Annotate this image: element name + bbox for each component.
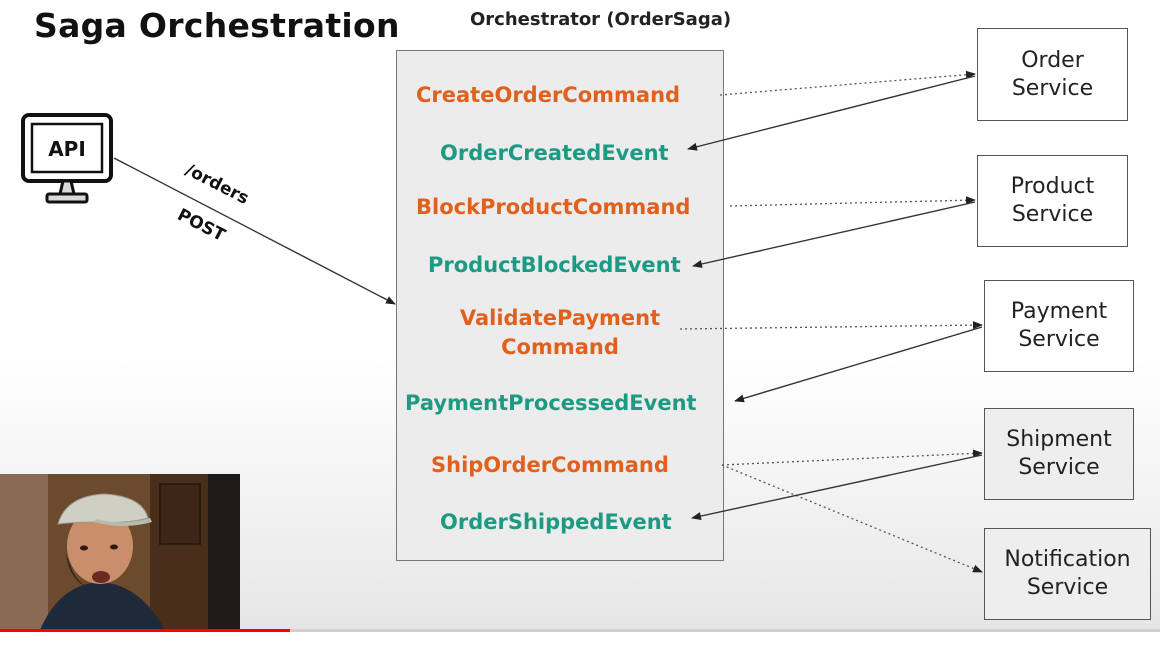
step-order-shipped-event: OrderShippedEvent (440, 510, 672, 534)
shipment-service-box: Shipment Service (984, 408, 1134, 500)
api-monitor-icon: API (20, 112, 116, 207)
orchestrator-title: Orchestrator (OrderSaga) (470, 9, 732, 30)
order-shipped-arrow (691, 454, 983, 520)
product-blocked-arrow (692, 201, 976, 268)
slide-title: Saga Orchestration (34, 6, 400, 45)
payment-service-box: Payment Service (984, 280, 1134, 372)
order-created-arrow (687, 75, 976, 151)
api-to-orchestrator-arrow (113, 157, 396, 305)
video-frame[interactable]: Saga Orchestration Orchestrator (OrderSa… (0, 0, 1160, 630)
presenter-webcam (0, 474, 240, 630)
create-order-arrow (719, 70, 976, 96)
block-product-arrow (729, 196, 976, 207)
connector-arrows (113, 70, 983, 573)
notification-service-box: Notification Service (984, 528, 1151, 620)
order-service-box: Order Service (977, 28, 1128, 121)
ship-order-arrow (721, 449, 983, 466)
api-label: API (48, 137, 86, 161)
step-payment-processed-event: PaymentProcessedEvent (405, 391, 697, 415)
product-service-box: Product Service (977, 155, 1128, 247)
payment-processed-arrow (734, 326, 983, 403)
notify-arrow (721, 464, 983, 573)
step-block-product-command: BlockProductCommand (416, 195, 691, 219)
step-order-created-event: OrderCreatedEvent (440, 141, 669, 165)
video-progress-fill (0, 629, 290, 632)
orchestrator-box (396, 50, 724, 561)
validate-payment-arrow (679, 321, 983, 330)
step-validate-payment-command: ValidatePayment Command (459, 306, 661, 359)
step-product-blocked-event: ProductBlockedEvent (428, 253, 681, 277)
step-ship-order-command: ShipOrderCommand (431, 453, 669, 477)
video-progress-bar[interactable] (0, 629, 1160, 632)
step-create-order-command: CreateOrderCommand (416, 83, 681, 107)
